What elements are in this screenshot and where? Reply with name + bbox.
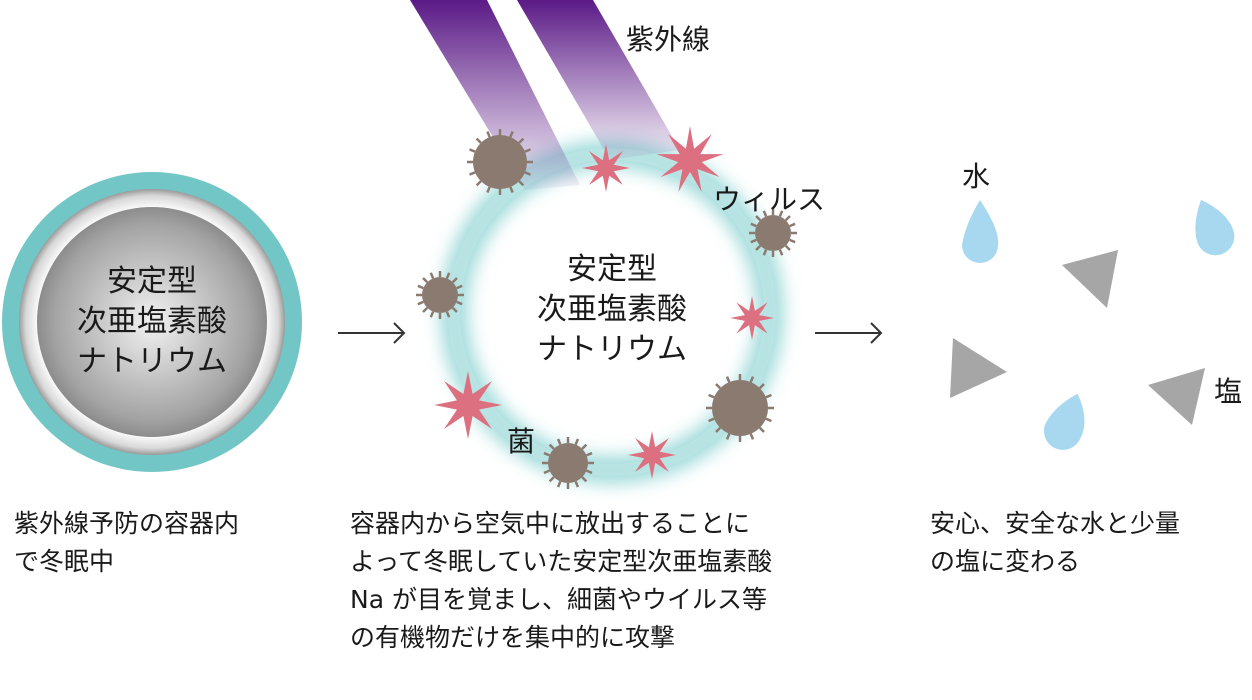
arrow-2 [815, 322, 883, 344]
virus-icon [467, 129, 533, 195]
left-circle-label: 安定型 次亜塩素酸 ナトリウム [52, 262, 252, 382]
salt-triangles [950, 250, 1205, 425]
bacteria-icon [656, 126, 724, 192]
water-drops [962, 199, 1235, 450]
middle-circle-label: 安定型 次亜塩素酸 ナトリウム [512, 250, 712, 370]
middle-caption: 容器内から空気中に放出することに よって冬眠していた安定型次亜塩素酸 Na が目… [350, 509, 773, 652]
bacteria-icon [628, 431, 676, 479]
bacteria-icon [582, 144, 630, 192]
virus-label: ウィルス [713, 183, 826, 216]
line: ナトリウム [537, 332, 687, 367]
virus-icon [416, 271, 464, 319]
water-label: 水 [962, 160, 991, 193]
right-caption: 安心、安全な水と少量 の塩に変わる [930, 509, 1181, 576]
salt-label: 塩 [1214, 375, 1243, 408]
arrow-1 [338, 322, 406, 344]
bacteria-label: 菌 [507, 425, 536, 458]
left-container-circle [2, 172, 302, 472]
line: 次亜塩素酸 [537, 292, 687, 327]
uv-label: 紫外線 [626, 23, 711, 56]
left-caption: 紫外線予防の容器内 で冬眠中 [14, 509, 240, 576]
line: 安定型 [107, 264, 197, 299]
virus-icon [706, 374, 774, 442]
line: 次亜塩素酸 [77, 304, 227, 339]
virus-icon [542, 437, 594, 489]
line: 安定型 [567, 252, 657, 287]
line: ナトリウム [77, 344, 227, 379]
bacteria-icon [434, 371, 502, 439]
uv-rays [410, 0, 680, 190]
virus-icon [749, 209, 797, 257]
bacteria-icon [730, 296, 774, 340]
